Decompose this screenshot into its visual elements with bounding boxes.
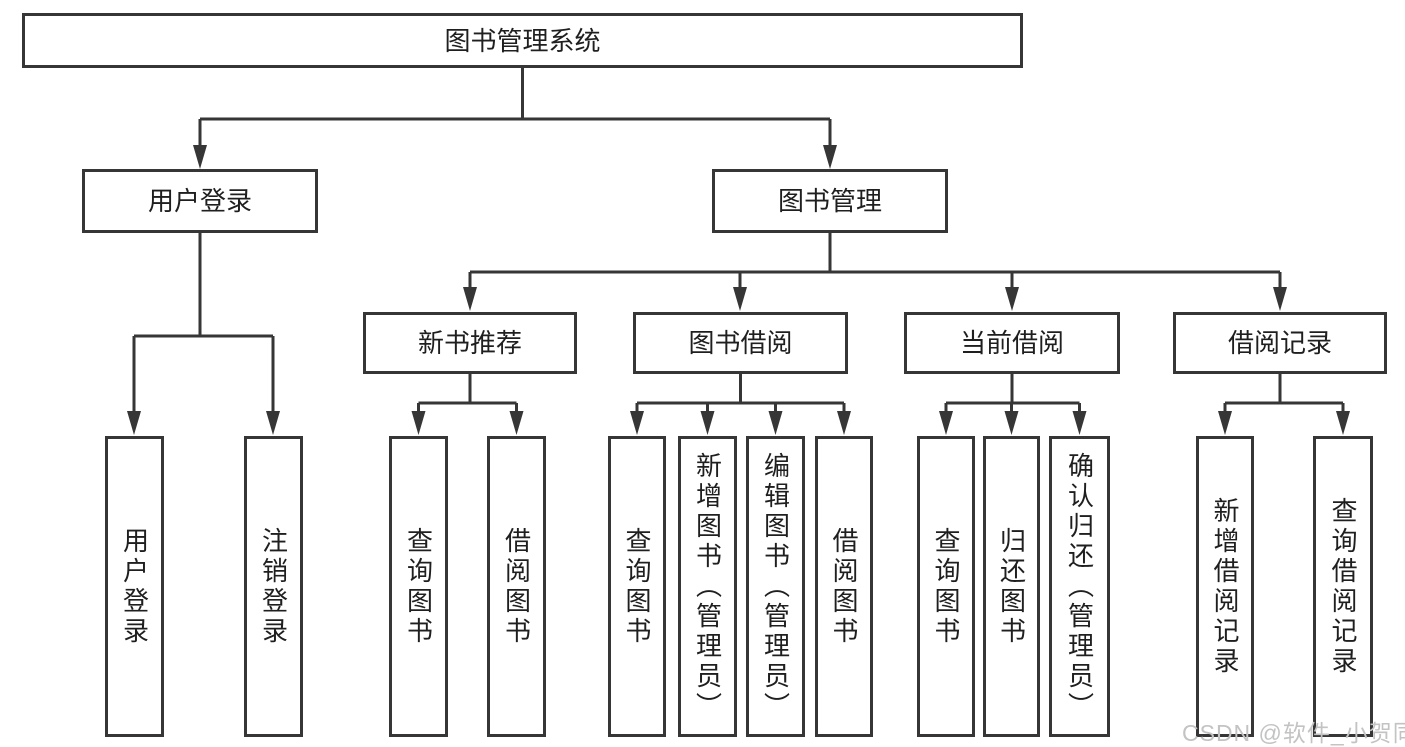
node-add-books-admin-label: 新增图书（管理员） [692, 451, 723, 722]
node-logout-label: 注销登录 [258, 526, 289, 647]
node-query-borrow-record-label: 查询借阅记录 [1328, 496, 1358, 677]
node-edit-books-admin-label: 编辑图书（管理员） [760, 451, 791, 722]
node-new-book-recommendation-label: 新书推荐 [417, 328, 522, 358]
node-borrow-books: 借阅图书 [815, 436, 873, 737]
node-query-borrow-record: 查询借阅记录 [1313, 436, 1373, 737]
node-user-login-label: 用户登录 [147, 186, 252, 216]
node-return-books: 归还图书 [983, 436, 1040, 737]
node-book-borrowing: 图书借阅 [633, 312, 848, 374]
node-query-books-label: 查询图书 [931, 526, 961, 647]
node-borrow-books-label: 借阅图书 [501, 526, 532, 647]
node-add-books-admin: 新增图书（管理员） [678, 436, 737, 737]
node-borrow-records: 借阅记录 [1173, 312, 1387, 374]
node-book-borrowing-label: 图书借阅 [688, 328, 793, 358]
node-user-login: 用户登录 [82, 169, 318, 233]
node-root-label: 图书管理系统 [444, 25, 601, 56]
node-query-books: 查询图书 [917, 436, 975, 737]
watermark: CSDN @软件_小贺同学 [1182, 720, 1405, 746]
node-current-borrowing-label: 当前借阅 [959, 328, 1064, 358]
node-book-management: 图书管理 [712, 169, 948, 233]
node-add-borrow-record: 新增借阅记录 [1196, 436, 1254, 737]
node-user-login-leaf: 用户登录 [105, 436, 164, 737]
node-borrow-books: 借阅图书 [487, 436, 546, 737]
node-user-login-leaf-label: 用户登录 [119, 526, 150, 647]
node-current-borrowing: 当前借阅 [904, 312, 1120, 374]
node-new-book-recommendation: 新书推荐 [363, 312, 577, 374]
node-edit-books-admin: 编辑图书（管理员） [746, 436, 805, 737]
node-borrow-records-label: 借阅记录 [1227, 328, 1332, 358]
node-query-books-label: 查询图书 [403, 526, 434, 647]
node-add-borrow-record-label: 新增借阅记录 [1210, 496, 1240, 677]
node-confirm-return-admin-label: 确认归还（管理员） [1064, 451, 1095, 722]
node-query-books-label: 查询图书 [622, 526, 652, 647]
node-return-books-label: 归还图书 [996, 526, 1027, 647]
node-root: 图书管理系统 [22, 13, 1023, 68]
node-book-management-label: 图书管理 [777, 186, 882, 216]
node-query-books: 查询图书 [608, 436, 666, 737]
node-borrow-books-label: 借阅图书 [829, 526, 859, 647]
node-logout: 注销登录 [244, 436, 303, 737]
node-query-books: 查询图书 [389, 436, 448, 737]
node-confirm-return-admin: 确认归还（管理员） [1049, 436, 1110, 737]
